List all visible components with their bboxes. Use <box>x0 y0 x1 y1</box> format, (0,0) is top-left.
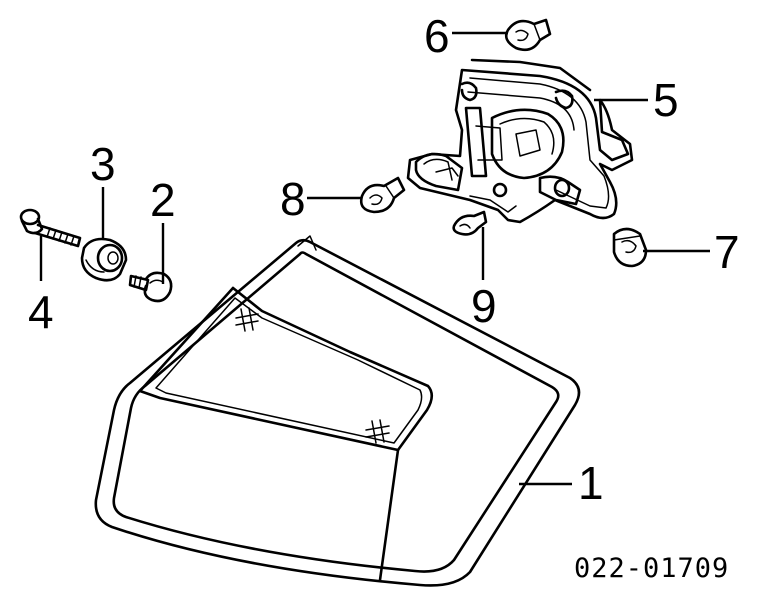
callout-4: 4 <box>28 286 54 338</box>
leader-lines <box>39 31 710 486</box>
callout-9: 9 <box>471 280 497 332</box>
bulb-7 <box>612 227 648 268</box>
callout-3: 3 <box>90 138 116 190</box>
callout-5: 5 <box>653 74 679 126</box>
bolt <box>19 208 82 248</box>
callout-1: 1 <box>578 457 604 509</box>
callout-6: 6 <box>424 10 450 62</box>
screw-clip <box>128 271 173 303</box>
part-number: 022-01709 <box>574 553 729 584</box>
tail-lamp-lens <box>94 235 581 587</box>
grommet <box>80 237 128 282</box>
bulb-8 <box>359 176 406 214</box>
callout-7: 7 <box>714 226 740 278</box>
hatch-mark-upper <box>235 307 259 332</box>
bulb-6 <box>504 18 552 52</box>
socket-housing <box>406 58 634 224</box>
bulb-9 <box>452 210 488 236</box>
callout-8: 8 <box>280 173 306 225</box>
callout-2: 2 <box>150 174 176 226</box>
hatch-mark-lower <box>365 419 390 444</box>
